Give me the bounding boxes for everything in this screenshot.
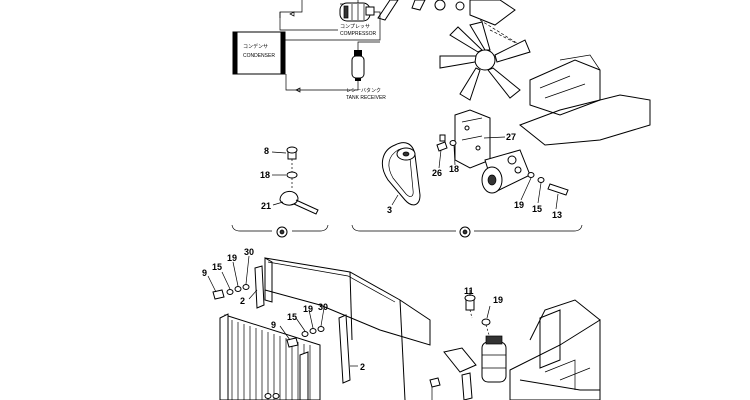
clamp-detail	[271, 146, 319, 215]
callout-8: 8	[264, 146, 269, 156]
callout-19: 19	[493, 295, 503, 305]
cooling-fan-icon	[439, 21, 531, 101]
radiator-frame	[264, 257, 431, 346]
washer-icon	[537, 177, 545, 183]
callout-15: 15	[212, 262, 222, 272]
clamp-icon	[443, 347, 477, 373]
callout-26: 26	[432, 168, 442, 178]
callout-18: 18	[260, 170, 270, 180]
bracket-icon	[254, 265, 265, 309]
bolt-icon	[436, 141, 448, 152]
compressor-bracket	[454, 109, 491, 169]
washer-icon	[317, 326, 325, 332]
callout-19: 19	[303, 304, 313, 314]
condenser-label-jp: コンデンサ	[243, 43, 268, 50]
washer-icon	[226, 289, 234, 295]
compressor-icon	[339, 2, 375, 22]
receiver-drier-icon	[481, 335, 507, 383]
callout-30: 30	[244, 247, 254, 257]
bracket-icon	[338, 314, 351, 384]
receiver-tank-icon	[351, 50, 365, 81]
drive-belt	[381, 142, 421, 206]
washer-icon	[301, 331, 309, 337]
compressor-assembly	[381, 109, 569, 210]
callout-13: 13	[552, 210, 562, 220]
section-divider	[231, 224, 583, 238]
condenser-mount-assembly	[207, 255, 431, 400]
callout-2: 2	[240, 296, 245, 306]
condenser-core-icon	[219, 313, 321, 400]
callout-11: 11	[464, 286, 474, 296]
refrigerant-schematic: コンプレッサ COMPRESSOR コンデンサ CONDENSER レシーバタン…	[232, 0, 386, 101]
bolt-icon	[286, 337, 299, 348]
callout-18: 18	[449, 164, 459, 174]
callout-9: 9	[271, 320, 276, 330]
washer-icon	[286, 171, 298, 179]
bolt-icon	[429, 377, 441, 388]
mounting-plate	[509, 319, 601, 400]
washer-icon	[309, 328, 317, 334]
washer-icon	[527, 172, 535, 178]
callout-27: 27	[506, 132, 516, 142]
receiver-label-jp: レシーバタンク	[346, 87, 381, 94]
ac-compressor-icon	[481, 149, 531, 194]
receiver-mount-assembly	[429, 290, 601, 400]
receiver-label-en: TANK RECEIVER	[346, 95, 386, 101]
callout-9: 9	[202, 268, 207, 278]
callout-3: 3	[387, 205, 392, 215]
callout-2: 2	[360, 362, 365, 372]
callout-15: 15	[287, 312, 297, 322]
callout-19: 19	[227, 253, 237, 263]
callout-15: 15	[532, 204, 542, 214]
washer-icon	[234, 286, 242, 292]
bolt-icon	[547, 183, 569, 196]
callout-numbers: 8 18 21 27 26 18 3 19 15 13 19 30 15 9 2…	[202, 132, 562, 372]
clamp-icon	[279, 191, 299, 206]
engine-fan-assembly	[377, 0, 651, 146]
washer-icon	[481, 318, 491, 326]
compressor-label-jp: コンプレッサ	[340, 24, 370, 30]
callout-30: 30	[318, 302, 328, 312]
pipe-to-compressor	[279, 18, 338, 31]
condenser-icon	[232, 31, 286, 75]
callout-19: 19	[514, 200, 524, 210]
compressor-label-en: COMPRESSOR	[340, 31, 377, 37]
washer-icon	[242, 284, 250, 290]
engine-block	[519, 94, 651, 146]
washer-icon	[449, 140, 457, 146]
pipe-top	[279, 0, 303, 18]
condenser-label-en: CONDENSER	[243, 53, 275, 59]
callout-21: 21	[261, 201, 271, 211]
pipe-condenser-receiver	[285, 74, 359, 91]
bolt-icon	[212, 289, 225, 300]
